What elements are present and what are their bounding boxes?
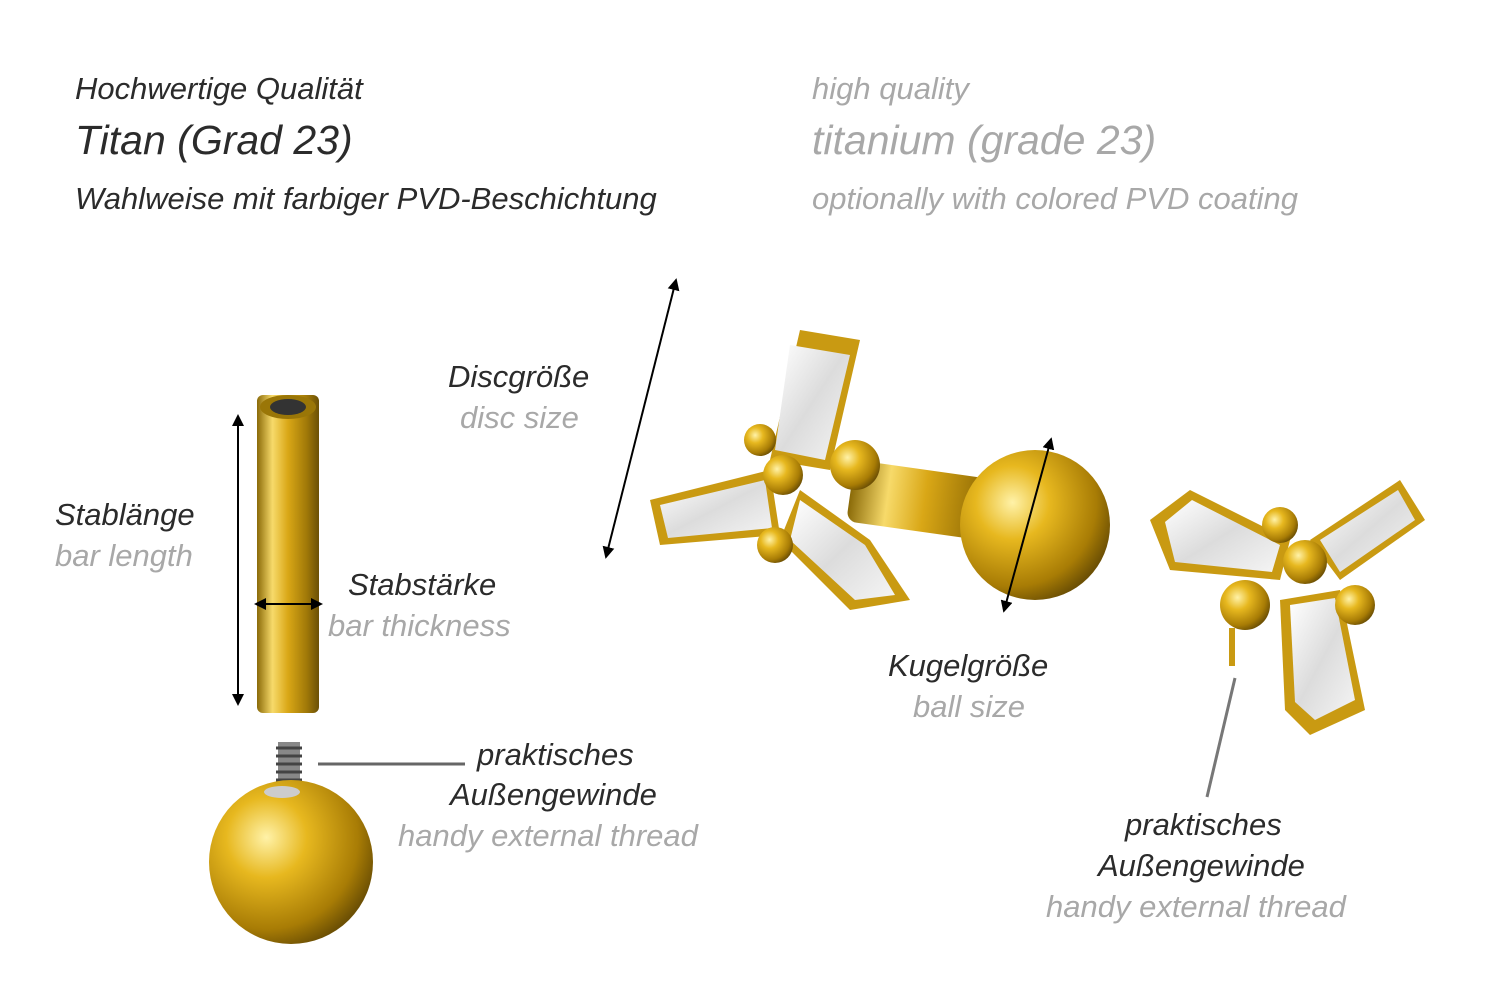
thread-left-label-de1: praktisches [477, 737, 634, 772]
header-de-quality: Hochwertige Qualität [75, 71, 363, 106]
header-de-coating: Wahlweise mit farbiger PVD-Beschichtung [75, 181, 657, 216]
thread-right-label-de1: praktisches [1125, 807, 1282, 842]
thread-left-label-de2: Außengewinde [450, 777, 657, 812]
disc-size-label-de: Discgröße [448, 359, 590, 394]
thread-right-label-de2: Außengewinde [1098, 848, 1305, 883]
bar-length-label-de: Stablänge [55, 497, 195, 532]
disc-size-label-en: disc size [460, 400, 579, 435]
header-en-coating: optionally with colored PVD coating [812, 181, 1298, 216]
ball-size-arrow [1000, 437, 1055, 613]
thread-right-pointer [1205, 677, 1237, 798]
ball-size-label-en: ball size [913, 689, 1025, 724]
disc-size-arrow [602, 278, 680, 559]
ball-size-label-de: Kugelgröße [888, 648, 1049, 683]
header-en-quality: high quality [812, 71, 969, 106]
thread-right-label-en: handy external thread [1046, 889, 1346, 924]
header-de-material: Titan (Grad 23) [75, 117, 353, 163]
bar-thickness-label-de: Stabstärke [348, 567, 497, 602]
threaded-ball-illustration [209, 742, 373, 944]
disc-top-illustration [1150, 480, 1425, 735]
header-en-material: titanium (grade 23) [812, 117, 1157, 163]
thread-left-label-en: handy external thread [398, 818, 698, 853]
bar-thickness-label-en: bar thickness [328, 608, 511, 643]
assembled-earring-illustration [650, 330, 1110, 610]
bar-length-label-en: bar length [55, 538, 193, 573]
bar-illustration [257, 395, 319, 713]
